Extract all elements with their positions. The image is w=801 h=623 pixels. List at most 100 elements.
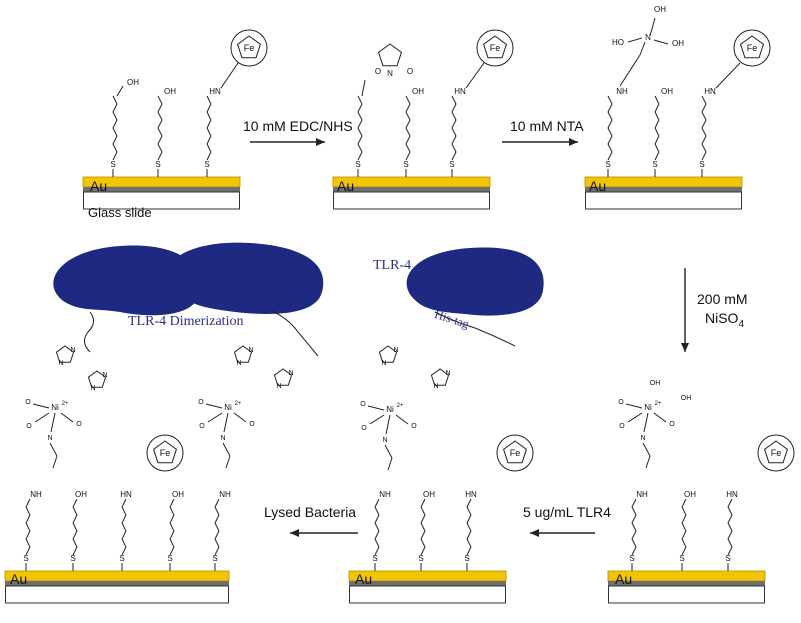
alkyl-chain-2-0 [357,95,363,161]
arrow-down-icon-head [681,343,689,352]
step-nta-label: 10 mM NTA [510,118,584,134]
glass-slide-label: Glass slide [88,205,152,220]
oxygen-label: O [76,421,82,428]
hydroxyl-label: OH [661,87,673,96]
oxygen-label: O [360,401,366,408]
sulfur-label: S [629,554,634,563]
adhesion-layer [333,187,490,192]
step-edc-nhs-label: 10 mM EDC/NHS [243,118,353,134]
arrow-left-icon-head [530,529,539,537]
alkyl-chain-2-2 [451,95,457,161]
sulfur-label: S [418,554,423,563]
nitrogen-label: N [47,435,52,442]
linker-bond [387,457,393,471]
nitrogen-label: N [382,437,387,444]
carboxylate-bond [625,403,643,409]
nickel-charge: 2+ [235,401,242,407]
ferrocene-icon [230,29,268,67]
cyclopentadienyl-ring [152,440,178,464]
carboxylate-bond [395,414,409,425]
amide-label: NH [30,490,42,499]
nitrogen-label: N [102,372,107,379]
hydroxyl-label: OH [654,5,666,14]
carboxylate-bond [205,403,223,409]
tlr4-label: TLR-4 [373,258,412,273]
alkyl-chain-6-2 [121,498,127,556]
nitrogen-label: N [236,360,241,367]
imidazole-6d [273,368,293,386]
step-lysed-label: Lysed Bacteria [264,504,357,520]
nickel-charge: 2+ [397,403,404,409]
imidazole-5a [378,345,398,363]
linker-bond [384,444,393,459]
alkyl-chain-6-0 [25,498,31,556]
sulfur-label: S [23,554,28,563]
gold-label-6: Au [615,571,633,587]
carboxylate-bond [32,403,50,409]
oxygen-label: O [411,423,417,430]
amide-label: HN [726,490,738,499]
carboxylate-bond [369,414,385,425]
ester-bond [361,79,366,97]
amine-bond [385,414,391,435]
nitrogen-label: N [387,69,393,78]
linker-bond [619,54,641,87]
hydroxyl-label: OH [75,490,87,499]
glass-slide-6 [5,585,229,604]
gold-label-5: Au [355,571,373,587]
step-tlr4-label: 5 ug/mL TLR4 [523,504,611,520]
hydroxyl-label: OH [127,78,139,87]
carboxyl-bond [116,85,124,97]
oxygen-label: O [25,399,31,406]
sulfur-label: S [464,554,469,563]
gold-layer [332,176,491,188]
oxygen-label: O [249,421,255,428]
nitrogen-label: N [445,370,450,377]
linker-bond [642,442,651,457]
carboxyl-arm [653,39,669,45]
sulfur-label: S [449,160,454,169]
oxygen-label: O [618,399,624,406]
gold-layer [348,570,507,582]
sulfur-label: S [110,160,115,169]
amide-label: NH [636,490,648,499]
iron-label: Fe [244,43,255,53]
nickel-label: Ni [386,405,394,414]
sulfur-label: S [699,160,704,169]
alkyl-chain-6-4 [214,498,220,556]
protein-blob-icon [168,242,324,314]
nitrogen-label: N [220,435,225,442]
sulfur-label: S [605,160,610,169]
hydroxyl-label: OH [684,490,696,499]
sulfur-label: S [70,554,75,563]
oxygen-label: O [198,399,204,406]
cyclopentadienyl-ring [236,35,262,59]
nickel-label: Ni [224,403,232,412]
linker-bond [222,442,231,457]
oxygen-label: O [26,423,32,430]
carboxylate-bond [627,412,643,423]
iron-label: Fe [510,448,521,458]
carboxylate-bond [367,405,385,411]
arrow-left-icon-head [290,529,299,537]
hydroxyl-label: OH [172,490,184,499]
adhesion-layer [608,581,765,586]
amine-bond [643,412,649,433]
glass-slide-3 [585,191,742,210]
arrow-right-icon-head [569,138,578,146]
amine-bond [223,412,229,433]
amide-label: NH [219,490,231,499]
imidazole-6a [55,345,75,363]
hydroxyl-label: OH [164,87,176,96]
nickel-charge: 2+ [62,401,69,407]
adhesion-layer [83,187,240,192]
alkyl-chain-6-3 [169,498,175,556]
niso4-formula: NiSO [705,310,739,326]
sulfur-label: S [155,160,160,169]
iron-label: Fe [771,448,782,458]
carboxylate-bond [233,412,247,423]
succinimide-ring [377,43,403,67]
nitrogen-label: N [248,347,253,354]
